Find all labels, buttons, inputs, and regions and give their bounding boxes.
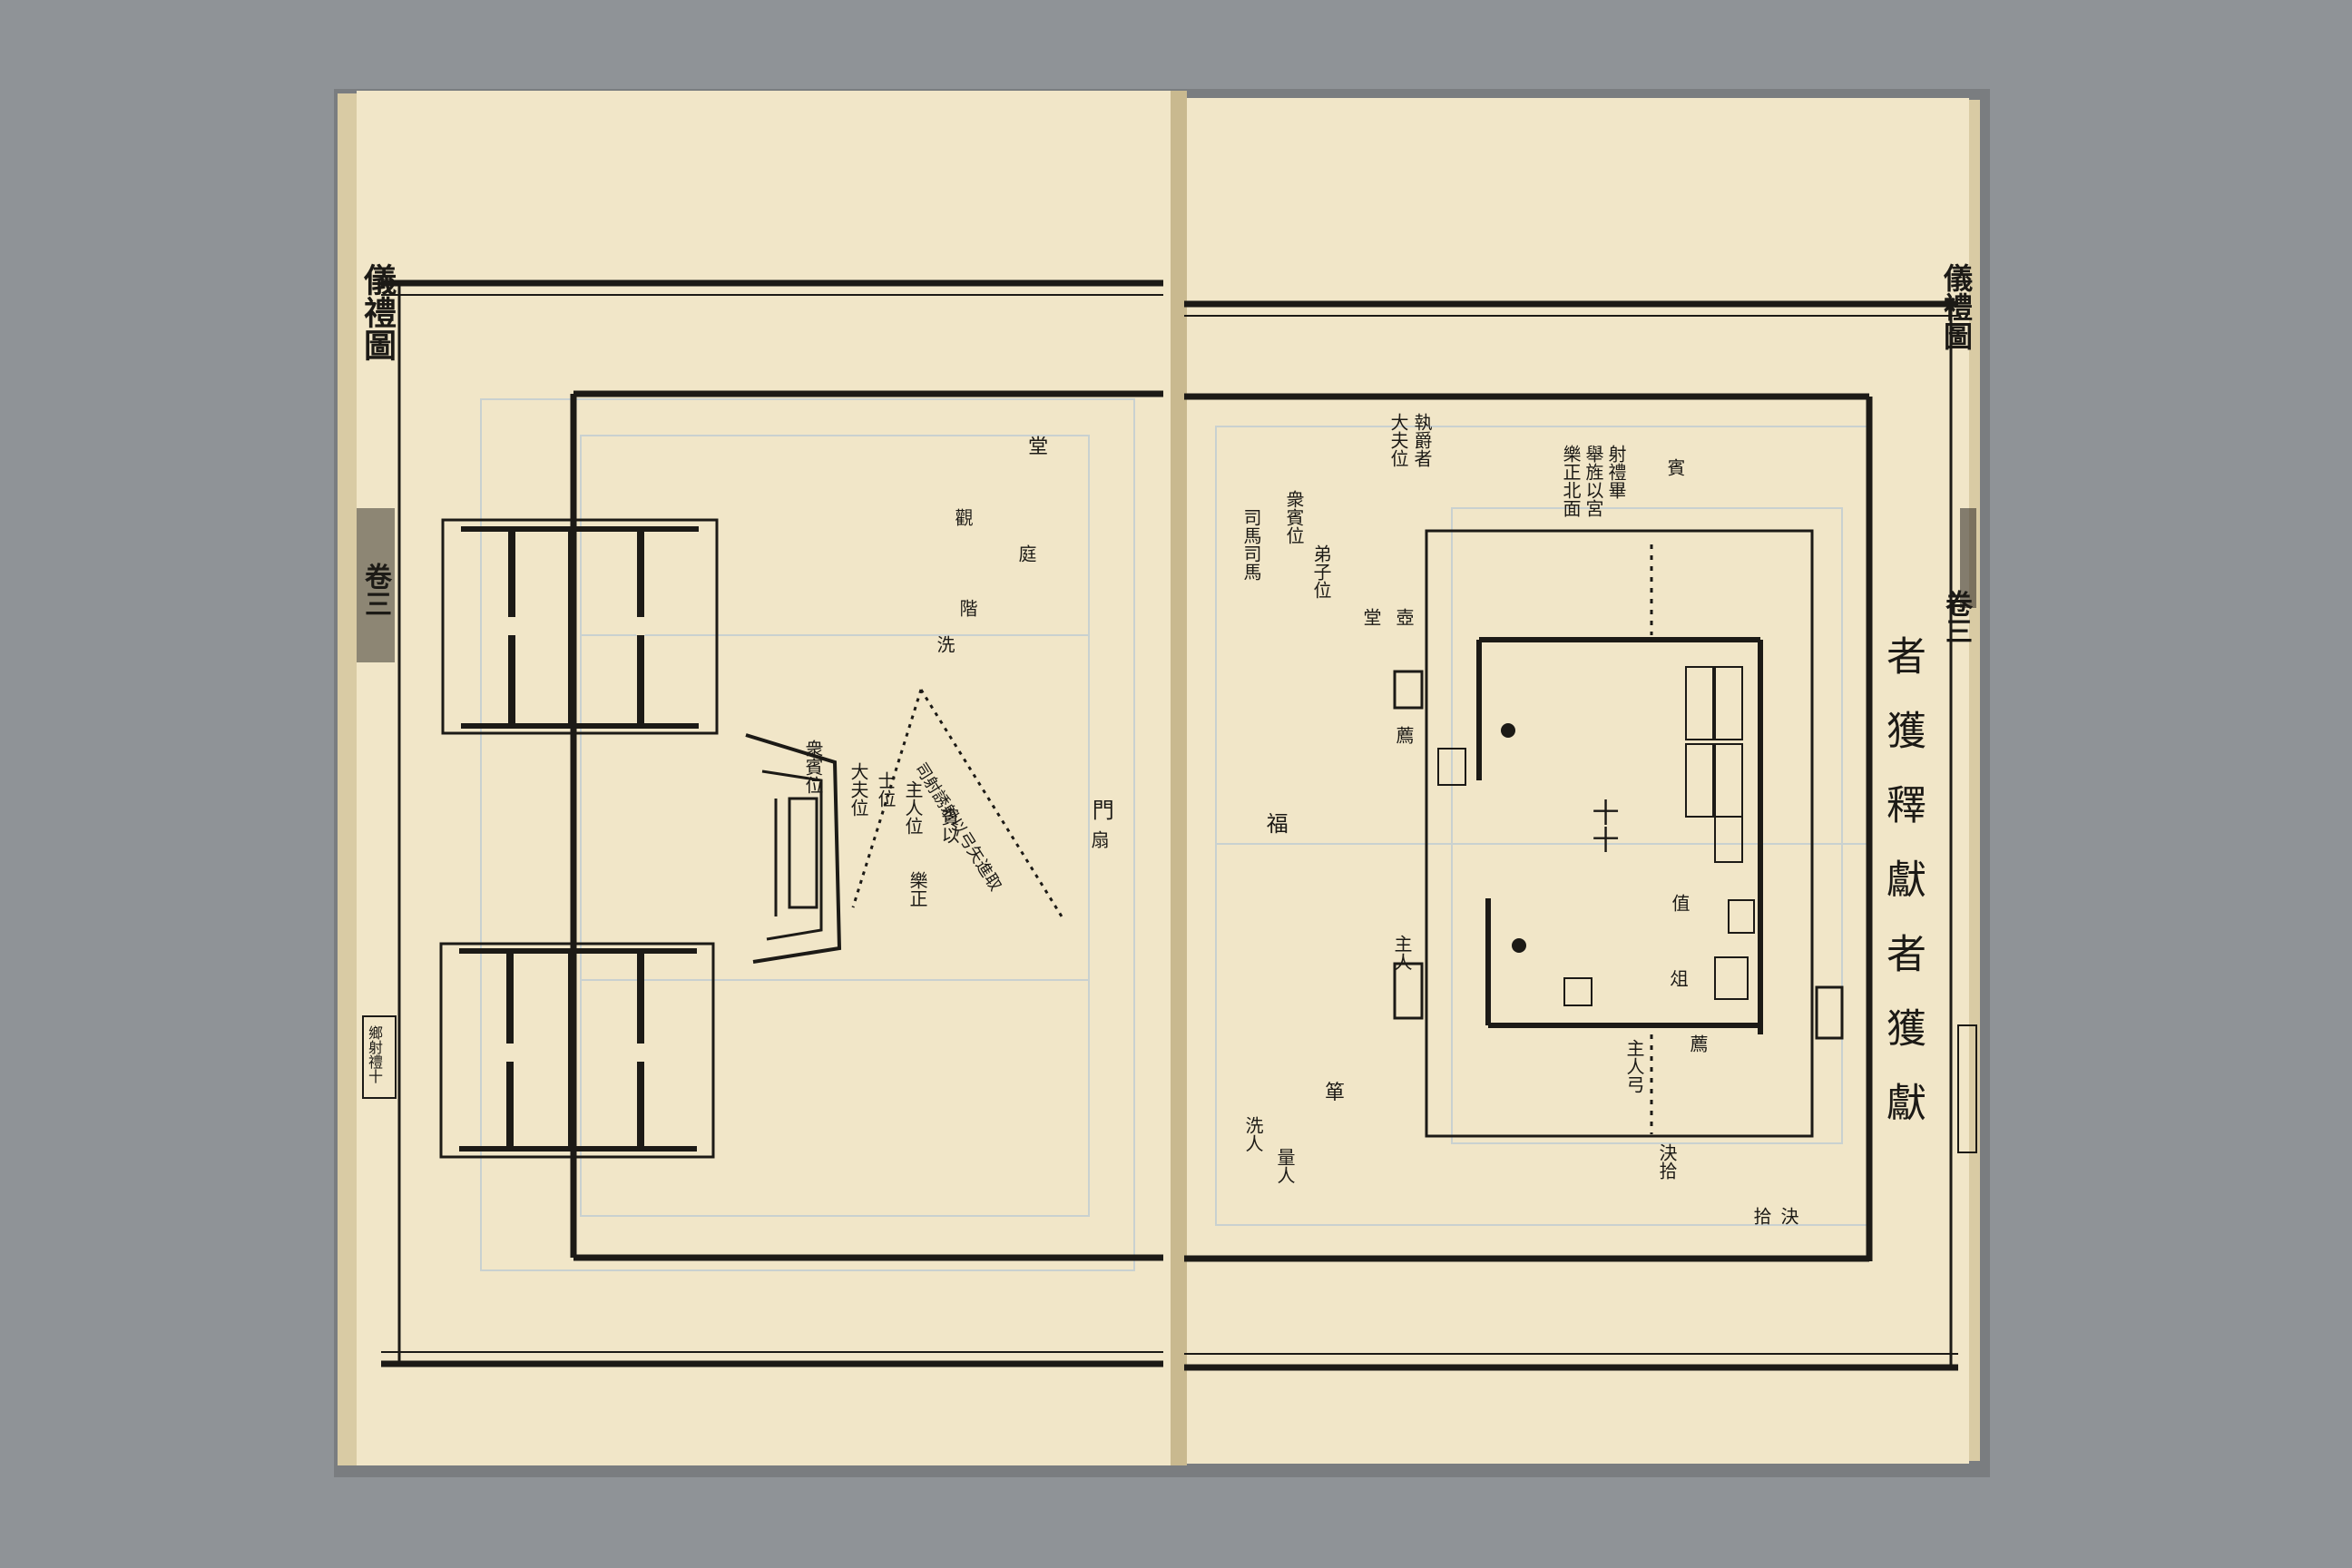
label-bottom-a: 拾	[1750, 1207, 1772, 1225]
label-jue-shi: 決拾	[1656, 1143, 1678, 1180]
left-spine-volume: 卷三	[359, 563, 391, 617]
left-frame	[381, 279, 1163, 1367]
right-page	[1180, 98, 1969, 1464]
label-zhong-bin: 衆賓位	[802, 740, 824, 794]
right-outer-courtyard	[1184, 393, 1873, 1262]
label-ting: 庭	[1015, 544, 1037, 563]
label-jie: 階	[956, 599, 978, 617]
label-hu: 壺	[1393, 608, 1415, 626]
right-caption-line: 者獲釋獻者獲獻	[1879, 635, 1926, 1156]
label-dan-bi: 箪	[1325, 1082, 1346, 1104]
label-xi: 洗	[934, 635, 956, 653]
label-group-a: 射禮畢	[1605, 445, 1627, 499]
label-zhu-ren: 主人	[1391, 935, 1413, 971]
label-hu-b: 堂	[1360, 608, 1382, 626]
label-men: 門	[1088, 799, 1114, 820]
label-group-b: 舉旌以宮	[1583, 445, 1604, 517]
label-yue: 樂正	[906, 871, 928, 907]
right-hall-seats	[1437, 666, 1755, 1006]
label-gao-ren: 量人	[1274, 1148, 1296, 1184]
left-page	[357, 91, 1177, 1465]
gutter	[1171, 91, 1187, 1465]
diagonal-lines	[851, 689, 1063, 917]
stair-structure	[745, 733, 842, 964]
label-jian: 薦	[1687, 1034, 1709, 1053]
label-group-f: 衆賓位	[1283, 490, 1305, 544]
right-frame	[1184, 300, 1958, 1371]
left-spine-marks	[357, 508, 397, 1099]
label-cross: 十十	[1586, 799, 1619, 853]
label-guan: 觀	[952, 508, 974, 526]
label-si-ma: 司馬司馬	[1240, 508, 1262, 581]
label-bin-yi: 賓以	[938, 808, 960, 844]
label-zhu: 主人位	[902, 780, 924, 835]
label-group-g: 弟子位	[1310, 544, 1332, 599]
label-zhi: 值	[1669, 894, 1690, 912]
label-da-fu: 大夫位	[848, 762, 869, 817]
label-tang: 堂	[1024, 436, 1048, 456]
left-page-edges	[338, 93, 359, 1465]
left-spine-section: 鄉射禮十	[366, 1025, 383, 1083]
label-fa: 福	[1262, 812, 1289, 834]
right-spine-volume: 卷三	[1940, 590, 1972, 644]
label-shan: 扇	[1088, 830, 1110, 848]
right-spine-marks	[1957, 508, 1977, 1153]
label-shi: 士位	[875, 771, 897, 808]
label-group-c: 樂正北面	[1560, 445, 1582, 517]
left-spine-title: 儀禮圖	[358, 263, 397, 361]
label-bin: 賓	[1664, 458, 1686, 476]
lower-gate-building	[439, 942, 715, 1159]
label-xi-ren: 洗人	[1242, 1116, 1264, 1152]
right-spine-title: 儀禮圖	[1939, 263, 1974, 350]
label-bottom-b: 決	[1778, 1207, 1799, 1225]
right-hall	[1393, 529, 1844, 1138]
upper-gate-building	[441, 518, 719, 735]
label-group-e: 大夫位	[1387, 413, 1409, 467]
left-ghost-lines	[480, 398, 1135, 1271]
label-zu: 俎	[1667, 969, 1689, 987]
label-jian-left: 薦	[1393, 726, 1415, 744]
label-zhu-ren-gong: 主人弓	[1623, 1039, 1645, 1093]
label-group-d: 執爵者	[1411, 413, 1433, 467]
